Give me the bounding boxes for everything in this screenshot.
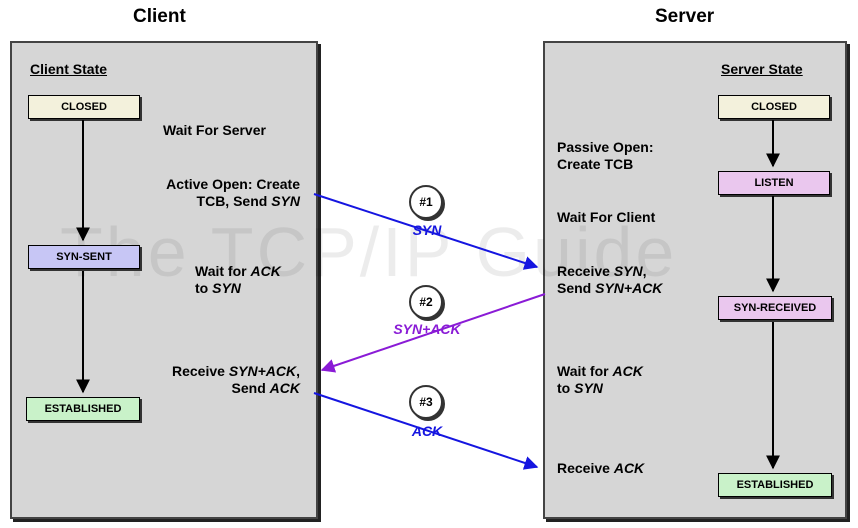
server-heading: Server [655, 6, 715, 27]
message-arrow-syn [313, 193, 539, 270]
client-panel [10, 41, 318, 519]
message-3-number: #3 [409, 385, 443, 419]
client-event-receive-syn-ack: Receive SYN+ACK, Send ACK [171, 363, 300, 396]
server-event-passive-open: Passive Open: Create TCB [557, 139, 654, 172]
message-1-number: #1 [409, 185, 443, 219]
server-event-receive-syn: Receive SYN, Send SYN+ACK [557, 263, 663, 296]
server-state-title: Server State [721, 61, 803, 77]
client-heading: Client [133, 6, 186, 27]
message-arrow-ack [313, 392, 539, 470]
client-event-wait-ack: Wait for ACK to SYN [195, 263, 281, 296]
message-3-label: ACK [411, 423, 443, 439]
server-event-wait-client: Wait For Client [557, 209, 656, 225]
message-1-label: SYN [412, 222, 442, 238]
server-state-syn-received: SYN-RECEIVED [718, 296, 832, 320]
server-state-closed: CLOSED [718, 95, 830, 119]
message-2-label: SYN+ACK [393, 321, 461, 337]
server-panel [543, 41, 847, 519]
message-2-number: #2 [409, 285, 443, 319]
server-state-listen: LISTEN [718, 171, 830, 195]
client-state-title: Client State [30, 61, 108, 77]
client-event-wait-server: Wait For Server [163, 122, 266, 138]
client-state-closed: CLOSED [28, 95, 140, 119]
message-arrow-syn-ack [320, 293, 546, 373]
watermark: The TCP/IP Guide [60, 213, 678, 291]
server-state-established: ESTABLISHED [718, 473, 832, 497]
server-event-receive-ack: Receive ACK [557, 460, 645, 476]
server-event-wait-ack: Wait for ACK to SYN [557, 363, 643, 396]
client-event-active-open: Active Open: Create TCB, Send SYN [166, 176, 300, 209]
client-state-syn-sent: SYN-SENT [28, 245, 140, 269]
client-state-established: ESTABLISHED [26, 397, 140, 421]
